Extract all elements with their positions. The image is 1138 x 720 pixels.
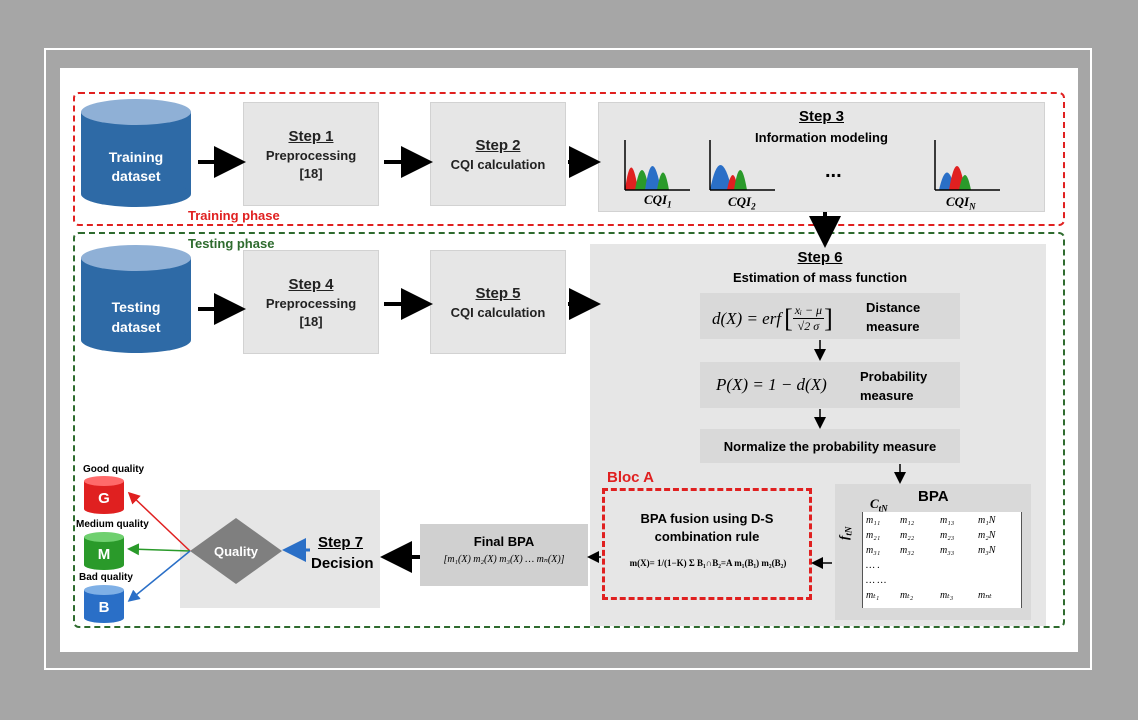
probability-formula: P(X) = 1 − d(X) (716, 375, 827, 394)
cqi1-plot (624, 140, 690, 191)
quality-label: Quality (214, 544, 259, 559)
outer-frame (44, 48, 1092, 670)
bpa-cell: m₁₁ (866, 515, 881, 526)
final-bpa-title: Final BPA (473, 534, 535, 549)
step3-title: Step 3 (798, 108, 844, 125)
final-bpa-formula: [m₁(X) m₂(X) m₃(X) … mₙ(X)] (443, 554, 565, 565)
bpa-cell: m₃₂ (900, 545, 915, 556)
testing-dataset-cylinder: Testing dataset (81, 245, 191, 353)
cqiN-plot (934, 140, 1000, 191)
bad-letter: B (99, 599, 110, 616)
bpa-cell: m₂₃ (940, 530, 955, 541)
good-quality-label: Good quality (83, 464, 145, 475)
bpa-cell: … … (866, 575, 887, 586)
bpa-cell: mₙₜ (978, 590, 992, 601)
good-quality-cylinder: G (84, 476, 124, 514)
bpa-cell: m₃₁ (866, 545, 881, 556)
testing-phase-border (73, 232, 1065, 628)
step1-line1: Preprocessing (265, 147, 357, 163)
bpa-cell: m₁N (978, 515, 996, 526)
bpa-title: BPA (918, 488, 949, 505)
step4-box: Step 4 Preprocessing [18] (243, 250, 379, 354)
bloc-a-border (602, 488, 812, 600)
cqi2-plot (709, 140, 775, 191)
step5-line1: CQI calculation (450, 304, 546, 320)
testing-phase-label: Testing phase (188, 236, 275, 251)
step6-subtitle: Estimation of mass function (732, 270, 908, 285)
step7-decision: Decision (311, 555, 374, 572)
cqiN-label: CQIN (946, 194, 976, 212)
bpa-cell: m₂₂ (900, 530, 915, 541)
bpa-cell: m₁₃ (940, 515, 955, 526)
medium-letter: M (98, 546, 111, 563)
step4-line1: Preprocessing (265, 295, 357, 311)
normalize-box: Normalize the probability measure (700, 429, 960, 463)
cqi-ellipsis: ... (825, 160, 842, 182)
step4-line2: [18] (299, 313, 323, 329)
bpa-column-label: CtN (870, 496, 888, 514)
probability-box (700, 362, 960, 408)
final-bpa-box (420, 524, 588, 586)
training-phase-border (73, 92, 1065, 226)
cqi1-label: CQI1 (644, 192, 672, 210)
bpa-cell: mₜ₁ (866, 590, 880, 601)
step3-subtitle: Information modeling (755, 130, 888, 145)
bpa-cell: … . (866, 560, 880, 571)
step2-line1: CQI calculation (450, 156, 546, 172)
medium-quality-label: Medium quality (76, 519, 149, 530)
step7-title: Step 7 (318, 534, 364, 551)
flow-arrows (198, 146, 841, 573)
step4-title: Step 4 (288, 275, 334, 293)
bpa-cell: m₁₂ (900, 515, 915, 526)
training-phase-label: Training phase (188, 208, 280, 223)
testing-dataset-label-1: Testing (112, 299, 161, 315)
step3-box (598, 102, 1045, 212)
bpa-cell: m₂N (978, 530, 996, 541)
step5-box: Step 5 CQI calculation (430, 250, 566, 354)
training-dataset-cylinder: Training dataset (81, 99, 191, 207)
step6-internal-arrows (587, 340, 906, 569)
training-dataset-label-1: Training (109, 149, 163, 165)
step6-title: Step 6 (797, 249, 843, 266)
bad-quality-cylinder: B (84, 585, 124, 623)
training-dataset-label-2: dataset (111, 168, 160, 184)
step5-title: Step 5 (475, 284, 521, 302)
cqi2-label: CQI2 (728, 194, 756, 212)
bpa-matrix (862, 512, 1022, 608)
step2-box: Step 2 CQI calculation (430, 102, 566, 206)
step1-line2: [18] (299, 165, 323, 181)
bpa-cell: m₃₃ (940, 545, 955, 556)
quality-diamond (190, 518, 282, 584)
distance-formula: d(X) = erf [ xᵢ − μ √2 σ ] (712, 303, 833, 333)
bpa-cell: m₃N (978, 545, 996, 556)
step1-box: Step 1 Preprocessing [18] (243, 102, 379, 206)
good-letter: G (98, 490, 110, 507)
bad-quality-label: Bad quality (79, 572, 133, 583)
bloc-a-label: Bloc A (607, 469, 654, 486)
testing-dataset-label-2: dataset (111, 319, 160, 335)
bpa-cell: m₂₁ (866, 530, 881, 541)
medium-quality-cylinder: M (84, 532, 124, 570)
bpa-cell: mₜ₃ (940, 590, 954, 601)
step1-title: Step 1 (288, 127, 334, 145)
bloc-a-formula: m(X)= 1/(1−K) Σ B₁∩B₂=A m₁(B₁) m₂(B₂) (629, 558, 787, 568)
bpa-cell: mₜ₂ (900, 590, 914, 601)
step2-title: Step 2 (475, 136, 521, 154)
distance-box (700, 293, 960, 339)
